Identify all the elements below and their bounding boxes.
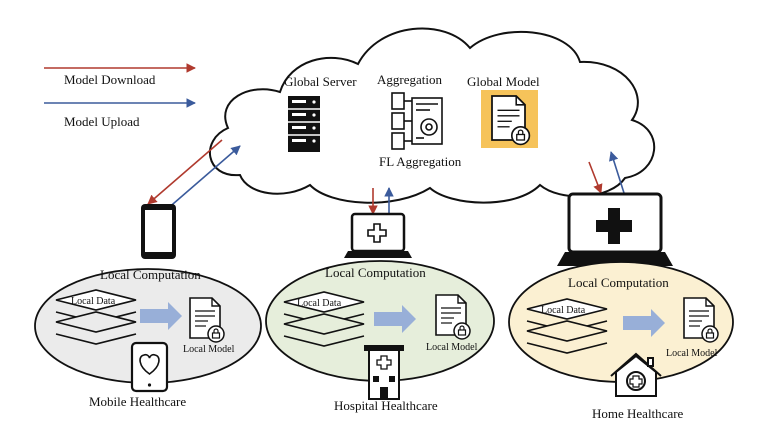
hospital-local-data-label: Local Data (297, 298, 342, 309)
global-model-icon (481, 90, 538, 148)
hospital-title: Local Computation (325, 265, 426, 280)
mobile-local-data-label: Local Data (71, 296, 116, 307)
hospital-data-layers-icon (283, 291, 365, 347)
legend-download-label: Model Download (64, 72, 156, 87)
home-local-data-label: Local Data (541, 305, 586, 316)
home-laptop-icon (557, 192, 673, 266)
aggregation-label: Aggregation (377, 72, 442, 87)
hospital-local-model-label: Local Model (426, 342, 478, 353)
home-house-icon (610, 352, 662, 397)
legend: Model Download Model Upload (44, 63, 196, 129)
mobile-flow-arrow (140, 302, 182, 330)
cloud-shape (208, 27, 656, 204)
home-title: Local Computation (568, 275, 669, 290)
smartphone-icon (141, 204, 176, 259)
home-upload-arrow (609, 151, 625, 194)
mobile-caption: Mobile Healthcare (89, 394, 186, 409)
hospital-local-model-icon (435, 294, 471, 340)
legend-upload-label: Model Upload (64, 114, 140, 129)
home-local-model-label: Local Model (666, 348, 718, 359)
node-home: Local Computation Local Data Local Model… (526, 275, 719, 421)
mobile-local-model-icon (189, 297, 225, 343)
home-local-model-icon (683, 297, 719, 343)
mobile-download-arrow (147, 139, 223, 205)
node-hospital: Local Computation Local Data Local Model… (283, 265, 478, 413)
aggregation-icon (391, 92, 443, 150)
hospital-flow-arrow (374, 305, 416, 333)
home-download-arrow (588, 161, 603, 194)
mobile-data-layers-icon (55, 289, 137, 345)
hospital-laptop-icon (344, 212, 412, 258)
mobile-upload-arrow (165, 145, 241, 211)
mobile-local-model-label: Local Model (183, 344, 235, 355)
hospital-building-icon (364, 345, 404, 400)
mobile-heart-phone-icon (130, 341, 169, 393)
server-rack-icon (288, 96, 320, 152)
fl-aggregation-label: FL Aggregation (379, 154, 462, 169)
hospital-caption: Hospital Healthcare (334, 398, 438, 413)
global-server-label: Global Server (284, 74, 357, 89)
mobile-title: Local Computation (100, 267, 201, 282)
home-data-layers-icon (526, 298, 608, 354)
node-mobile: Local Computation Local Data Local Model… (55, 267, 235, 409)
global-model-label: Global Model (467, 74, 540, 89)
home-flow-arrow (623, 309, 665, 337)
home-caption: Home Healthcare (592, 406, 684, 421)
